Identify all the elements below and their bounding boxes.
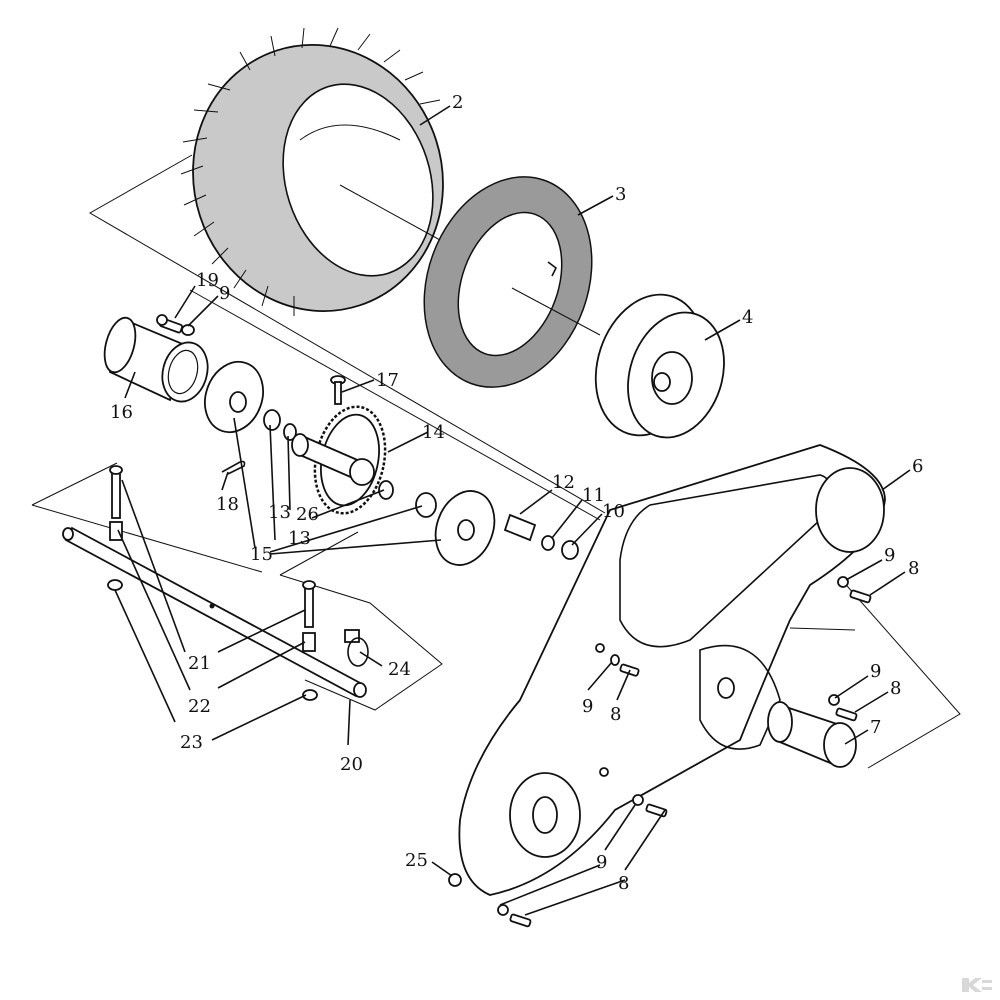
inner-tube-part	[423, 176, 601, 388]
axle-pin-12-part	[503, 513, 579, 560]
spacer-22-part	[109, 521, 316, 652]
swing-arm-part	[458, 444, 886, 896]
label-13-b: 13	[268, 502, 291, 523]
sprocket-part	[291, 405, 394, 515]
label-9-b: 9	[870, 661, 881, 682]
pin-17-part	[330, 375, 346, 405]
assembly-guide-lines	[31, 154, 961, 769]
label-24: 24	[388, 659, 411, 680]
label-11: 11	[582, 485, 605, 506]
arm-bolts-part	[448, 576, 872, 928]
nut-23-part	[107, 579, 318, 701]
hub-7-part	[767, 701, 857, 768]
tyre-part	[180, 27, 444, 316]
label-14: 14	[422, 422, 445, 443]
leader-lines	[114, 105, 911, 916]
washer-13-part	[263, 409, 297, 441]
label-17: 17	[376, 370, 399, 391]
brand-logo-icon	[962, 978, 992, 992]
label-9-a: 9	[884, 545, 895, 566]
label-9-c: 9	[582, 696, 593, 717]
label-8-d: 8	[618, 873, 629, 894]
part-labels: 2 3 4 6 7 8 8 8 8 9 9 9 9 9 10 11 12 13 …	[110, 92, 923, 894]
flange-plate-right-part	[415, 490, 496, 566]
bushing-sleeve-part	[103, 316, 209, 403]
label-8-c: 8	[610, 704, 621, 725]
label-9-d: 9	[596, 852, 607, 873]
label-16: 16	[110, 402, 133, 423]
label-22: 22	[188, 696, 211, 717]
flange-plate-left-part	[204, 360, 264, 434]
clip-18-part	[221, 460, 246, 475]
label-7: 7	[870, 717, 881, 738]
label-15: 15	[250, 544, 273, 565]
label-19: 19	[196, 270, 219, 291]
label-12: 12	[552, 472, 575, 493]
label-18: 18	[216, 494, 239, 515]
label-9-e: 9	[219, 283, 230, 304]
rim-part	[594, 293, 725, 439]
clip-24-part	[344, 629, 369, 667]
label-26: 26	[296, 504, 319, 525]
label-3: 3	[615, 184, 626, 205]
label-21: 21	[188, 653, 211, 674]
label-8-a: 8	[908, 558, 919, 579]
label-20: 20	[340, 754, 363, 775]
shaft-20-part	[62, 526, 367, 698]
label-4: 4	[742, 307, 753, 328]
label-2: 2	[452, 92, 463, 113]
bolt-21-part	[109, 465, 316, 628]
bolt-19-part	[156, 314, 195, 336]
label-6: 6	[912, 456, 923, 477]
label-13-a: 13	[288, 528, 311, 549]
label-8-b: 8	[890, 678, 901, 699]
label-10: 10	[602, 501, 625, 522]
label-25: 25	[405, 850, 428, 871]
label-23: 23	[180, 732, 203, 753]
